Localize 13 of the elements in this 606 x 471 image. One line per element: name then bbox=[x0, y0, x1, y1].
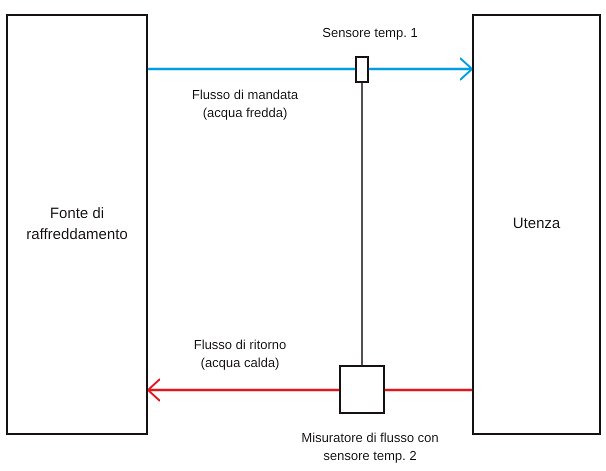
component-caption: Sensore temp. 1 bbox=[321, 24, 419, 42]
component-caption: Misuratore di flusso con sensore temp. 2 bbox=[300, 429, 440, 464]
node-label: Fonte di raffreddamento bbox=[25, 204, 129, 244]
node-label: Utenza bbox=[512, 214, 560, 234]
flow-meter-box bbox=[339, 365, 385, 414]
block-box bbox=[6, 14, 148, 435]
flow-label: Flusso di ritorno (acqua calda) bbox=[192, 336, 288, 372]
arrow bbox=[147, 378, 339, 402]
temperature-sensor-box bbox=[355, 56, 369, 83]
block-box bbox=[472, 14, 601, 435]
arrow bbox=[369, 57, 473, 81]
connecting-line bbox=[361, 83, 363, 365]
flow-label: Flusso di mandata (acqua fredda) bbox=[190, 86, 300, 122]
